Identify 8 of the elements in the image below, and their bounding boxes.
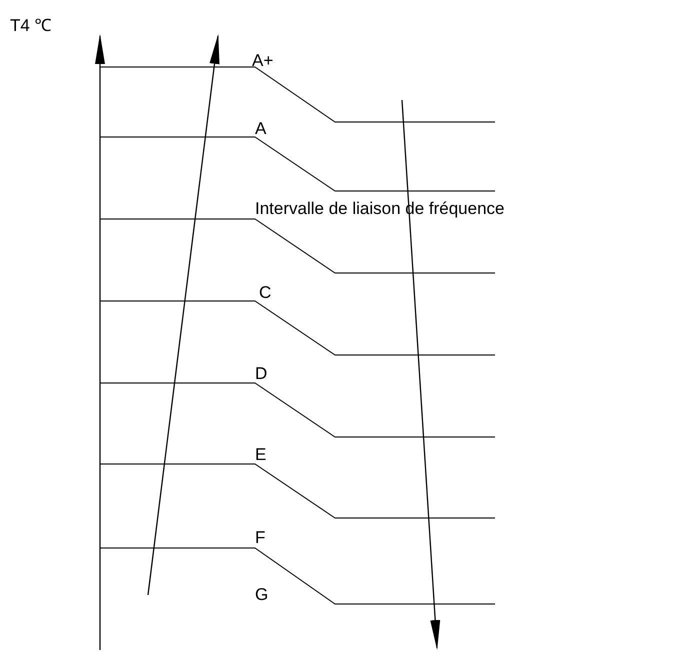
level-label: F xyxy=(255,528,266,548)
level-label: A xyxy=(255,119,266,139)
level-label: E xyxy=(255,445,266,465)
level-label: G xyxy=(255,585,268,605)
axis-label: T4 ℃ xyxy=(10,16,52,36)
level-label: C xyxy=(259,283,272,303)
level-label: D xyxy=(255,364,268,384)
level-label: A+ xyxy=(252,51,274,71)
